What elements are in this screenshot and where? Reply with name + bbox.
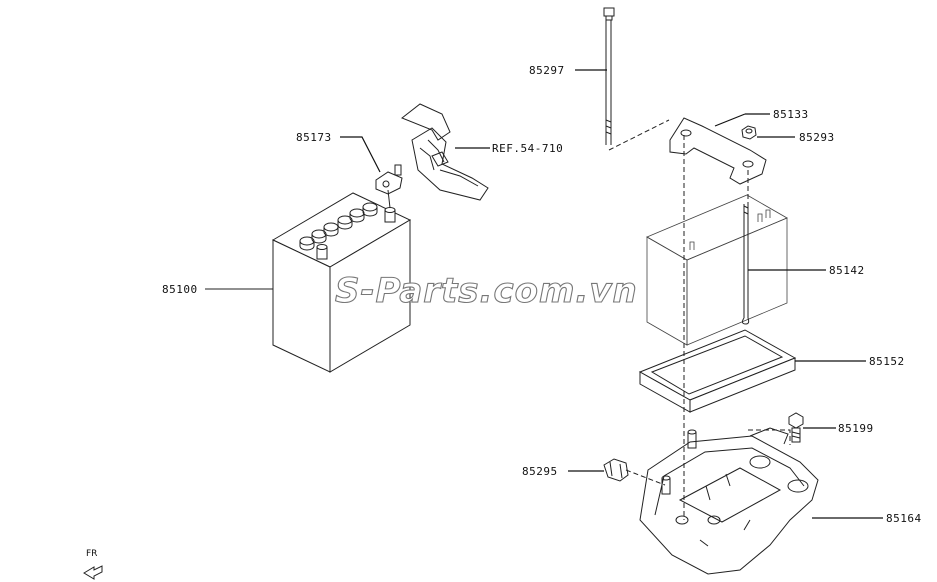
- label-85295: 85295: [522, 465, 558, 478]
- label-85293: 85293: [799, 131, 835, 144]
- battery-outline: [646, 194, 788, 346]
- bolt-85199[interactable]: [788, 412, 836, 443]
- watermark: S-Parts.com.vn: [335, 271, 638, 311]
- ref-bracket: [401, 103, 490, 201]
- fr-label: FR: [86, 549, 97, 559]
- base-bracket-85164[interactable]: [639, 427, 883, 575]
- front-arrow-icon: [83, 565, 103, 580]
- battery-tray-85152[interactable]: [638, 329, 866, 413]
- hold-down-frame-85133[interactable]: [669, 113, 770, 185]
- label-ref-54-710: REF.54-710: [492, 142, 563, 155]
- label-85100: 85100: [162, 283, 198, 296]
- label-85173: 85173: [296, 131, 332, 144]
- hold-down-rod-85297[interactable]: [575, 7, 670, 151]
- label-85297: 85297: [529, 64, 565, 77]
- label-85152: 85152: [869, 355, 905, 368]
- label-85199: 85199: [838, 422, 874, 435]
- battery-85100[interactable]: [205, 192, 412, 373]
- label-85164: 85164: [886, 512, 922, 525]
- front-direction-indicator: FR: [83, 549, 103, 580]
- assembly-axis: [625, 135, 791, 520]
- j-bolt-85142[interactable]: [741, 204, 826, 325]
- label-85133: 85133: [773, 108, 809, 121]
- nut-85293[interactable]: [741, 125, 795, 140]
- label-85142: 85142: [829, 264, 865, 277]
- clip-85295[interactable]: [568, 458, 629, 482]
- terminal-clamp-85173[interactable]: [340, 136, 403, 209]
